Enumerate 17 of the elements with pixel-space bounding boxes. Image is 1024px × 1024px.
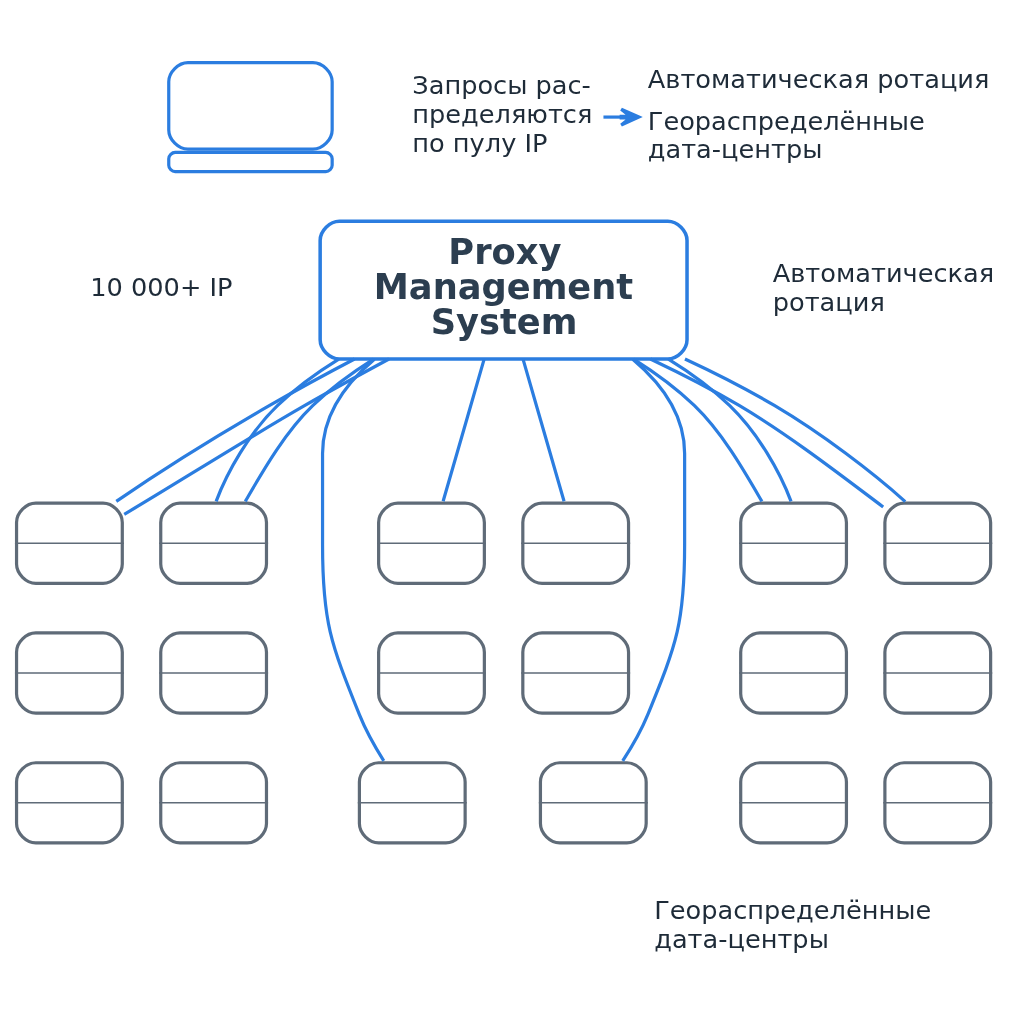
connector <box>123 357 390 516</box>
node-text: Автоматическая ротация Геораспределённые дата-центры <box>647 63 990 165</box>
connector <box>441 358 486 502</box>
connector <box>621 358 687 762</box>
connector <box>667 357 793 502</box>
node-text: Запросы рас- пределяются по пулу IP <box>412 70 593 159</box>
connector <box>521 358 566 502</box>
node-label: Автоматическая ротация <box>772 257 995 317</box>
node-label: 10 000+ IP <box>90 272 233 303</box>
connector <box>320 358 386 762</box>
label: Геораспределённые дата-центры <box>654 895 932 955</box>
connector <box>649 357 885 509</box>
connector <box>684 357 907 503</box>
connector <box>115 357 356 503</box>
connector <box>214 357 340 502</box>
node-box: Proxy Management System <box>318 219 689 361</box>
arrow <box>603 107 641 127</box>
